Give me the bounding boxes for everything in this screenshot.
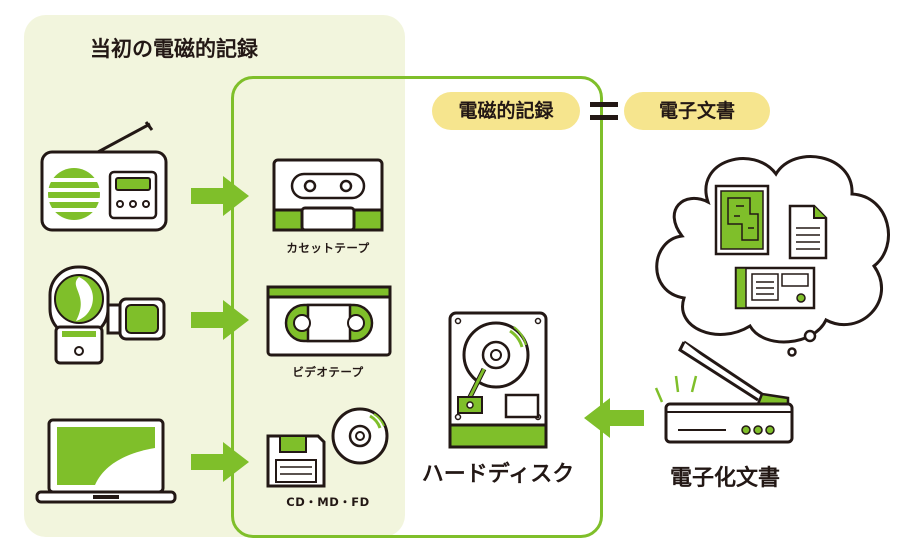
equals-icon (590, 102, 618, 120)
cassette-tape-icon (272, 158, 384, 232)
digitization-label: 電子化文書 (669, 466, 780, 491)
original-records-title: 当初の電磁的記録 (90, 37, 258, 61)
laptop-icon (35, 418, 177, 504)
electromagnetic-records-frame (231, 76, 603, 538)
arrow-left-icon (584, 398, 644, 438)
video-camera-icon (48, 265, 166, 365)
arrow-right-icon (191, 300, 249, 340)
radio-icon (40, 121, 168, 232)
hard-disk-icon (448, 311, 548, 449)
thought-cloud-icon (655, 155, 890, 357)
arrow-right-icon (191, 442, 249, 482)
electronic-document-pill: 電子文書 (624, 92, 770, 130)
video-tape-icon (266, 285, 392, 357)
electromagnetic-record-pill: 電磁的記録 (432, 92, 580, 130)
cassette-tape-label: カセットテープ (286, 241, 370, 255)
compact-disc-icon (331, 407, 389, 465)
video-tape-label: ビデオテープ (292, 365, 364, 379)
hard-disk-label: ハードディスク (421, 462, 575, 487)
cd-md-fd-label: CD・MD・FD (286, 495, 370, 509)
floppy-disk-icon (266, 434, 326, 488)
scanner-icon (654, 340, 794, 444)
arrow-right-icon (191, 176, 249, 216)
